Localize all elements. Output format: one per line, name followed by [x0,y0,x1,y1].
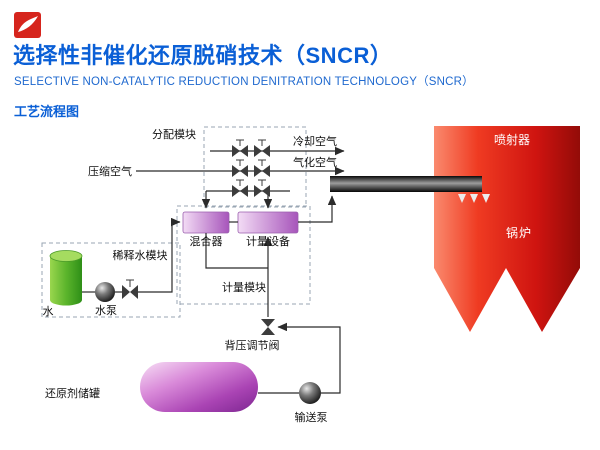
cooling-air-label: 冷却空气 [293,134,337,148]
reducing-agent-tank-shape [140,362,258,412]
boiler-label: 锅炉 [506,225,532,240]
water-valve-icon [122,279,138,299]
mixer-label: 混合器 [190,234,223,248]
distribution-module-box [203,126,307,208]
water-tank-shape [49,250,83,306]
dilution-water-module-box [41,242,181,318]
transfer-pump-icon [299,382,321,404]
dilution-water-module-label: 稀释水模块 [113,249,168,262]
compressed-air-label: 压缩空气 [88,164,132,178]
atomizing-air-label: 气化空气 [293,155,337,169]
back-pressure-valve-label: 背压调节阀 [225,338,280,352]
transfer-pump-label: 输送泵 [295,410,328,424]
injector-label: 喷射器 [494,132,530,147]
injection-pipe [330,176,482,192]
distribution-module-label: 分配模块 [152,128,196,141]
mixer-box [182,211,230,234]
page-subtitle: SELECTIVE NON-CATALYTIC REDUCTION DENITR… [14,76,474,88]
back-pressure-valve-icon [261,319,275,335]
section-label: 工艺流程图 [14,104,80,119]
water-label: 水 [43,305,54,318]
metering-equipment-box [237,211,299,234]
page-title: 选择性非催化还原脱硝技术（SNCR） [13,43,393,68]
water-pump-label: 水泵 [95,304,117,317]
metering-module-label: 计量模块 [222,281,266,294]
distribution-valve-icons [232,139,270,197]
injector-nozzles-icon [458,194,490,203]
company-logo-icon [14,11,46,44]
water-pump-icon [95,282,115,302]
metering-module-box [176,205,311,305]
process-lines [82,146,345,394]
metering-equipment-label: 计量设备 [246,234,290,248]
reducing-agent-tank-label: 还原剂储罐 [45,386,100,400]
